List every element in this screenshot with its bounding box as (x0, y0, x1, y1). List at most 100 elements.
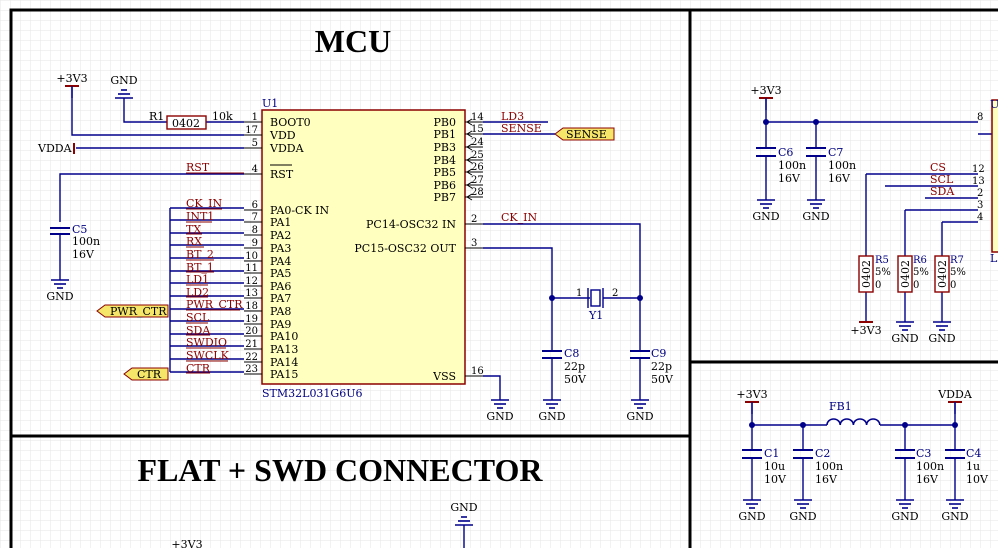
c4-ref: C4 (966, 447, 981, 460)
net-underlines (186, 172, 244, 374)
mcu-pin-name: PA10 (270, 330, 298, 343)
mcu-pin-name: PA9 (270, 318, 291, 331)
c2-ref: C2 (815, 447, 830, 460)
c9-capacitor[interactable]: C9 22p 50V (630, 347, 674, 386)
mcu-pin-name: PA6 (270, 280, 291, 293)
c7-capacitor[interactable]: C7 100n 16V (806, 146, 856, 185)
net-tx: TX (186, 223, 201, 236)
c4-capacitor[interactable]: C4 1u 10V (945, 447, 989, 486)
fb1-ferrite-bead[interactable]: FB1 (826, 400, 881, 426)
net-sense: SENSE (501, 122, 542, 135)
r1-package: 0402 (172, 117, 200, 130)
c6-ref: C6 (778, 146, 793, 159)
c8-ref: C8 (564, 347, 579, 360)
gnd-r6: GND (891, 321, 919, 345)
mcu-pin-number: 1 (252, 112, 258, 123)
mcu-pin-name: PB0 (434, 116, 456, 129)
r5-tol: 5% (875, 267, 891, 278)
right-chip-partial[interactable] (991, 99, 998, 253)
mcu-pin-name: PA14 (270, 356, 298, 369)
port-pwr-ctr-label: PWR_CTR (110, 305, 167, 318)
r5-resistor[interactable]: 0402 R5 5% 0 (858, 255, 891, 293)
c2-capacitor[interactable]: C2 100n 16V (793, 447, 843, 486)
c6-capacitor[interactable]: C6 100n 16V (756, 146, 806, 185)
c5-capacitor[interactable]: C5 100n 16V (50, 223, 100, 261)
right-chip-bottom: L (990, 252, 998, 265)
y1-ref: Y1 (588, 309, 603, 322)
c3-capacitor[interactable]: C3 100n 16V (895, 447, 944, 486)
y1-pin1: 1 (576, 288, 582, 299)
gnd-c1: GND (738, 499, 766, 523)
mcu-pin-vdda[interactable]: 5 VDDA (244, 138, 305, 155)
r6-ref: R6 (913, 255, 927, 266)
r7-value: 0 (950, 280, 956, 291)
port-ctr[interactable]: CTR (123, 367, 169, 381)
mcu-pin-number: 5 (252, 138, 258, 149)
port-sense[interactable]: SENSE (554, 127, 615, 141)
port-pwr-ctr[interactable]: PWR_CTR (96, 304, 169, 318)
r5-ref: R5 (875, 255, 889, 266)
y1-crystal[interactable]: 1 2 Y1 (576, 288, 618, 322)
mcu-pin-name: VDDA (269, 142, 305, 155)
net-ck-in-right: CK_IN (501, 211, 537, 224)
port-sense-label: SENSE (566, 128, 607, 141)
gnd-r6-label: GND (891, 332, 918, 345)
mcu-pin-pa14[interactable]: 22 PA14 (244, 352, 298, 369)
r6-resistor[interactable]: 0402 R6 5% 0 (897, 255, 929, 293)
r7-resistor[interactable]: 0402 R7 5% 0 (934, 255, 966, 293)
r1-ref: R1 (149, 110, 164, 123)
mcu-pin-number: 13 (245, 288, 258, 299)
gnd-c9-label: GND (626, 410, 653, 423)
c8-capacitor[interactable]: C8 22p 50V (542, 347, 587, 386)
mcu-ref: U1 (262, 97, 278, 110)
mcu-pin-number: 16 (471, 366, 484, 377)
right-net-labels: LD3 SENSE CK_IN (501, 110, 542, 224)
mcu-pin-number: 22 (245, 352, 258, 363)
junction-c7 (813, 119, 819, 125)
net-scl: SCL (186, 311, 210, 324)
c9-ref: C9 (651, 347, 666, 360)
r1-resistor[interactable]: 0402 R1 10k (149, 110, 233, 130)
c1-capacitor[interactable]: C1 10u 10V (742, 447, 787, 486)
svg-text:SCL: SCL (930, 173, 954, 186)
mcu-pin-pa2[interactable]: 8 PA2 (244, 225, 291, 242)
mcu-frame (9, 8, 692, 438)
junction-c1 (749, 422, 755, 428)
mcu-pin-name: PA2 (270, 229, 291, 242)
r6-value: 0 (913, 280, 919, 291)
c2-value: 100n (815, 460, 843, 473)
svg-text:4: 4 (977, 212, 983, 223)
flat-swd-title: FLAT + SWD CONNECTOR (138, 452, 544, 488)
c8-value: 22p (564, 360, 585, 373)
power-3v3-filter: +3V3 (736, 388, 768, 414)
mcu-pin-number: 8 (252, 225, 258, 236)
r7-package: 0402 (936, 260, 949, 288)
